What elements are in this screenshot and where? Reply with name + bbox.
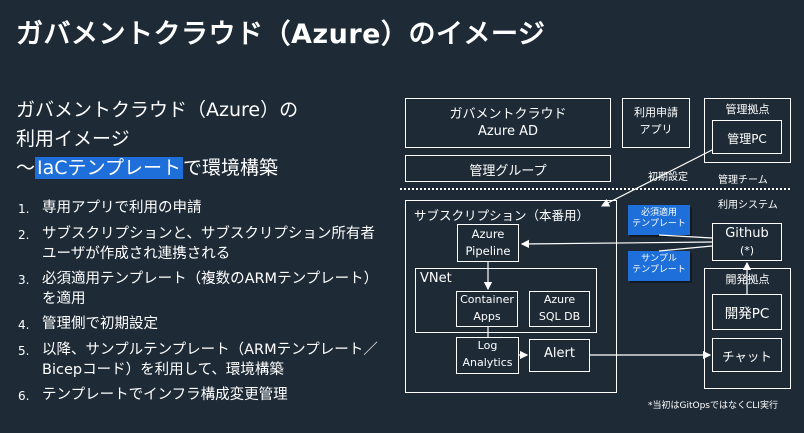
subtitle: ガバメントクラウド（Azure）の 利用イメージ ～IaCテンプレートで環境構築 — [16, 96, 356, 183]
pipeline-label-line1: Azure — [471, 227, 505, 241]
list-item: 3. 必須適用テンプレート（複数のARMテンプレート）を適用 — [18, 269, 388, 309]
step-text: 管理側で初期設定 — [42, 316, 158, 332]
step-text: 必須適用テンプレート（複数のARMテンプレート）を適用 — [42, 271, 379, 307]
github-box — [712, 223, 782, 261]
alert-box — [529, 339, 590, 372]
chat-label: チャット — [722, 349, 772, 364]
mgmt-pc-box — [712, 120, 782, 154]
user-system-label: 利用システム — [718, 200, 778, 211]
log-label-line2: Analytics — [462, 356, 513, 369]
app-label-line2: アプリ — [639, 123, 673, 136]
subscription-label: サブスクリプション（本番用） — [414, 208, 590, 223]
sample-note-line1: サンプル — [641, 254, 677, 264]
log-analytics-box — [456, 337, 519, 374]
vnet-label: VNet — [420, 271, 452, 286]
container-label-line2: Apps — [473, 310, 501, 323]
dev-pc-box — [712, 294, 782, 330]
mgmt-group-label: 管理グループ — [469, 164, 547, 179]
alert-label: Alert — [544, 346, 575, 361]
required-template-note: 必須適用 テンプレート — [628, 205, 690, 235]
gov-cloud-label: ガバメントクラウド — [449, 107, 567, 122]
subtitle-line-2: 利用イメージ — [16, 128, 130, 150]
sample-template-note: サンプル テンプレート — [628, 251, 690, 281]
mgmt-base-box — [704, 98, 791, 163]
vnet-box — [415, 268, 597, 333]
azure-ad-label: Azure AD — [477, 124, 539, 139]
arrow-github-to-pipeline — [520, 239, 713, 249]
subtitle-highlight: IaCテンプレート — [35, 157, 183, 179]
steps-list: 1. 専用アプリで利用の申請 2. サブスクリプションと、サブスクリプション所有者ユ… — [18, 198, 388, 411]
container-label-line1: Container — [460, 293, 514, 306]
subtitle-line-1: ガバメントクラウド（Azure）の — [16, 99, 299, 121]
log-label-line1: Log — [477, 339, 498, 352]
pipeline-label-line2: Pipeline — [465, 244, 511, 258]
subtitle-suffix: で環境構築 — [182, 157, 278, 179]
step-text: 専用アプリで利用の申請 — [42, 200, 202, 216]
app-box — [622, 98, 690, 148]
list-item: 1. 専用アプリで利用の申請 — [18, 198, 388, 219]
sql-label-line1: Azure — [543, 293, 576, 306]
container-apps-box — [456, 291, 518, 327]
mgmt-pc-label: 管理PC — [727, 132, 767, 146]
required-note-line1: 必須適用 — [640, 208, 677, 218]
line-required-note — [658, 234, 713, 239]
mgmt-group-box — [405, 155, 611, 182]
sql-label-line2: SQL DB — [538, 310, 581, 323]
github-mark: (*) — [739, 244, 755, 257]
subtitle-line-3: ～IaCテンプレートで環境構築 — [16, 154, 356, 183]
step-text: テンプレートでインフラ構成変更管理 — [42, 387, 288, 403]
initial-setup-label: 初期設定 — [648, 172, 688, 183]
arrow-mgmt-pc-to-subscription — [600, 149, 713, 207]
list-item: 4. 管理側で初期設定 — [18, 314, 388, 335]
slide-title: ガバメントクラウド（Azure）のイメージ — [16, 19, 546, 50]
required-note-line2: テンプレート — [632, 219, 686, 229]
mgmt-base-label: 管理拠点 — [725, 103, 770, 116]
step-number: 6. — [18, 389, 30, 403]
step-number: 2. — [18, 228, 30, 242]
boundary-line — [400, 188, 790, 190]
step-number: 4. — [18, 318, 30, 332]
subtitle-prefix: ～ — [16, 157, 36, 179]
step-text: 以降、サンプルテンプレート（ARMテンプレート／Bicepコード）を利用して、環… — [42, 342, 378, 378]
sql-db-box — [529, 291, 590, 327]
pipeline-box — [457, 224, 519, 262]
list-item: 2. サブスクリプションと、サブスクリプション所有者ユーザが作成され連携される — [18, 224, 388, 264]
step-text: サブスクリプションと、サブスクリプション所有者ユーザが作成され連携される — [42, 226, 375, 262]
mgmt-team-label: 管理チーム — [718, 175, 768, 186]
dev-pc-label: 開発PC — [724, 306, 770, 322]
step-number: 1. — [18, 202, 30, 216]
footnote: *当初はGitOpsではなくCLI実行 — [648, 401, 778, 411]
github-label: Github — [725, 226, 769, 241]
app-label-line1: 利用申請 — [634, 106, 678, 119]
step-number: 3. — [18, 273, 30, 287]
line-sample-note — [658, 245, 713, 252]
chat-box — [712, 338, 782, 372]
gov-cloud-box — [405, 98, 611, 148]
step-number: 5. — [18, 344, 30, 358]
subscription-box — [405, 200, 617, 393]
list-item: 5. 以降、サンプルテンプレート（ARMテンプレート／Bicepコード）を利用して… — [18, 340, 388, 380]
sample-note-line2: テンプレート — [632, 265, 686, 275]
list-item: 6. テンプレートでインフラ構成変更管理 — [18, 385, 388, 406]
